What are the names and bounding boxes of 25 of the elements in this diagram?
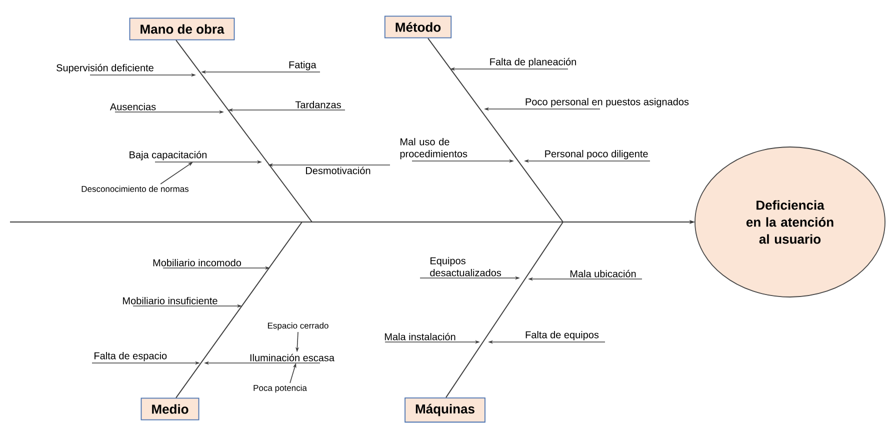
- cause-label: Desconocimiento de normas: [82, 186, 189, 192]
- cause-label: Mobiliario incomodo: [153, 258, 242, 266]
- cause-label: Supervisión deficiente: [56, 64, 154, 74]
- cause-label: Mobiliario insuficiente: [123, 296, 218, 304]
- cause-label: Desmotivación: [306, 166, 370, 174]
- cause-label: Espacio cerrado: [268, 322, 328, 330]
- cause-label: Equipos desactualizados: [430, 256, 502, 276]
- category-box: Mano de obra: [129, 18, 235, 40]
- cause-label: Ausencias: [110, 102, 156, 110]
- cause-label: Baja capacitación: [130, 150, 207, 160]
- cause-label: Falta de espacio: [94, 352, 167, 362]
- cause-label: Mala instalación: [384, 332, 456, 340]
- category-box: Máquinas: [404, 397, 486, 423]
- category-box: Medio: [140, 398, 200, 420]
- category-box: Método: [384, 16, 452, 38]
- cause-label: Falta de planeación: [490, 58, 576, 68]
- cause-label: Fatiga: [289, 60, 316, 70]
- cause-label: Mala ubicación: [570, 270, 636, 278]
- cause-label: Falta de equipos: [526, 330, 599, 340]
- cause-label: Mal uso de procedimientos: [400, 138, 468, 160]
- cause-label: Poca potencia: [254, 384, 307, 393]
- cause-label: Iluminación escasa: [250, 354, 334, 362]
- cause-label: Poco personal en puestos asignados: [526, 98, 689, 108]
- cause-label: Tardanzas: [295, 100, 341, 108]
- cause-label: Personal poco diligente: [545, 150, 648, 160]
